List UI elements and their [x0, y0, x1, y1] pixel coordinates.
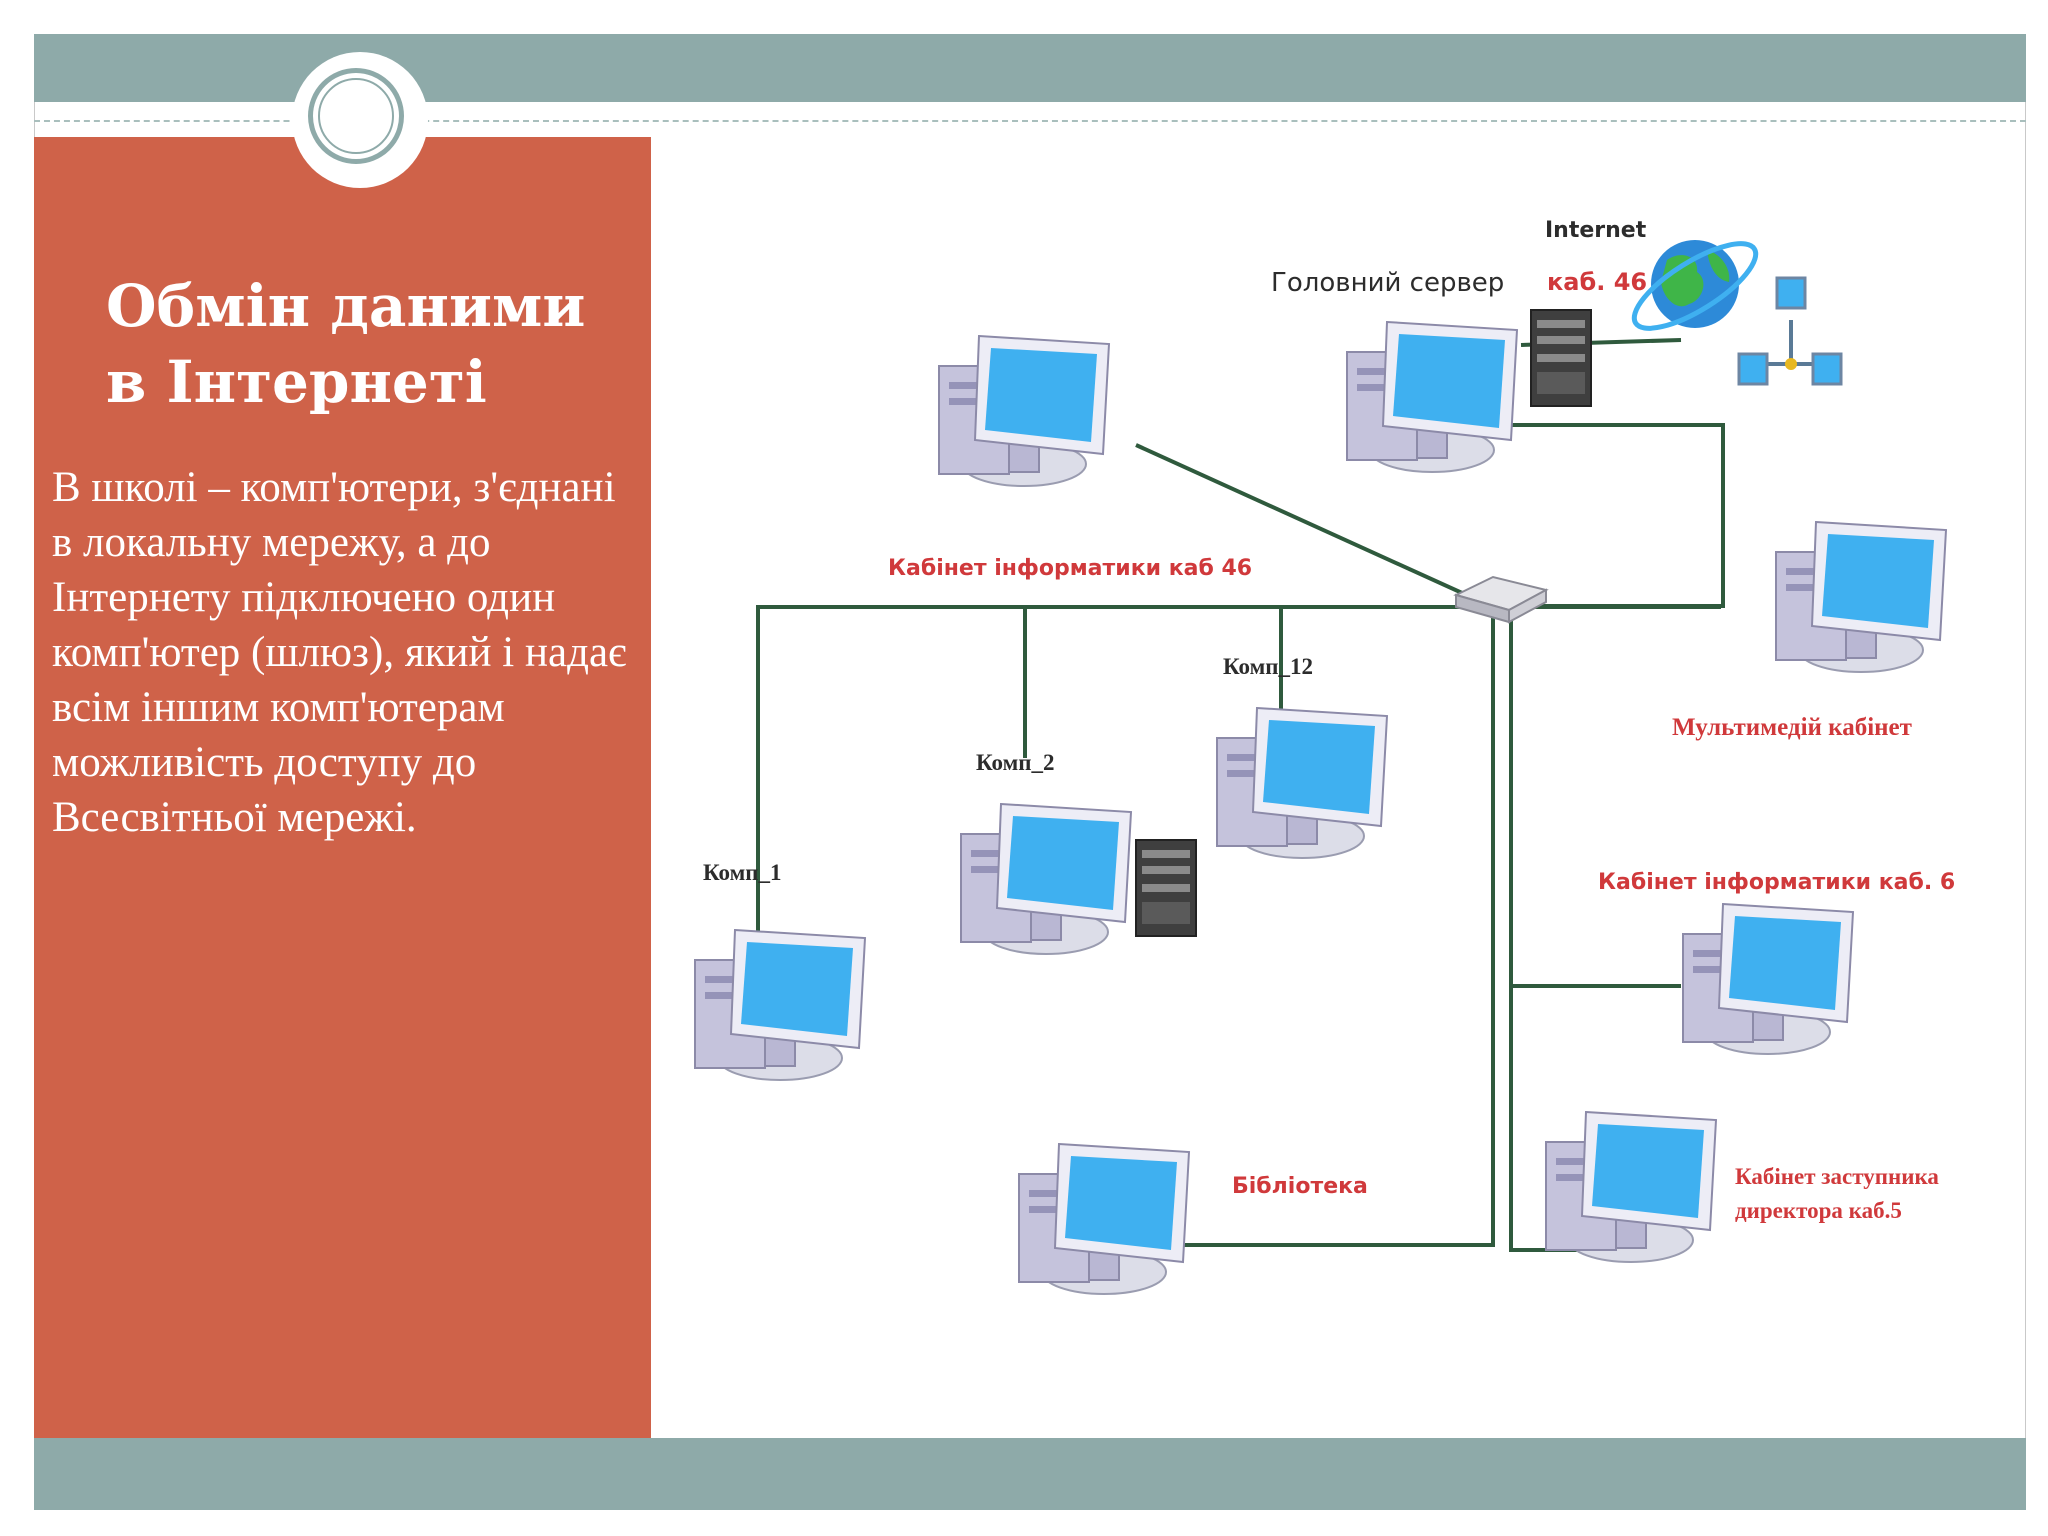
cable-library: [1031, 617, 1495, 1247]
comp-12-label: Комп_12: [1223, 654, 1314, 679]
network-switch-icon: [1453, 575, 1549, 624]
computer-comp-12-icon: [1216, 707, 1388, 859]
cable-main-bus: [756, 605, 1493, 970]
server-room-label: каб. 46: [1547, 268, 1648, 296]
deputy-office-label-line-2: директора каб.5: [1735, 1198, 1902, 1223]
multimedia-label: Мультимедій кабінет: [1672, 714, 1912, 741]
main-server-unit-icon: [1530, 309, 1592, 407]
computer-comp-2-icon: [960, 803, 1132, 955]
computer-comp-1-icon: [694, 929, 866, 1081]
comp-2-unit-icon: [1135, 839, 1197, 937]
network-diagram: Internet Головний сервер каб. 46 Кабінет…: [651, 122, 2021, 1438]
title-line-1: Обмін даними: [106, 272, 586, 340]
cables: [756, 338, 1725, 1252]
network-diagram-svg: [694, 240, 1947, 1295]
internet-label: Internet: [1545, 218, 1647, 243]
computer-multimedia-icon: [1775, 521, 1947, 673]
comp-2-label: Комп_2: [976, 750, 1055, 775]
cable-server: [1493, 423, 1725, 608]
lab-6-label: Кабінет інформатики каб. 6: [1598, 870, 1956, 895]
deputy-office-label-line-1: Кабінет заступника: [1735, 1164, 1939, 1189]
computer-lab-6-icon: [1682, 903, 1854, 1055]
slide-title: Обмін даними в Інтернеті: [106, 268, 646, 420]
dashed-divider: [34, 120, 2026, 122]
main-server-label: Головний сервер: [1271, 268, 1505, 298]
title-panel: [34, 137, 651, 1438]
computer-deputy-icon: [1545, 1111, 1717, 1263]
computer-library-icon: [1018, 1143, 1190, 1295]
bottom-band: [34, 1438, 2026, 1510]
internet-globe-icon: [1631, 240, 1759, 331]
lab-46-label: Кабінет інформатики каб 46: [888, 556, 1253, 581]
network-nodes-icon: [1737, 276, 1843, 386]
library-label: Бібліотека: [1232, 1174, 1368, 1199]
main-server-computer-icon: [1346, 321, 1518, 473]
computer-lab-46-icon: [938, 335, 1110, 487]
slide-body-text: В школі – комп'ютери, з'єднані в локальн…: [52, 464, 627, 841]
decor-ring-inner: [318, 78, 394, 154]
title-line-2: в Інтернеті: [106, 348, 487, 416]
cable-lab-46: [1135, 443, 1494, 609]
comp-1-label: Комп_1: [703, 860, 782, 885]
